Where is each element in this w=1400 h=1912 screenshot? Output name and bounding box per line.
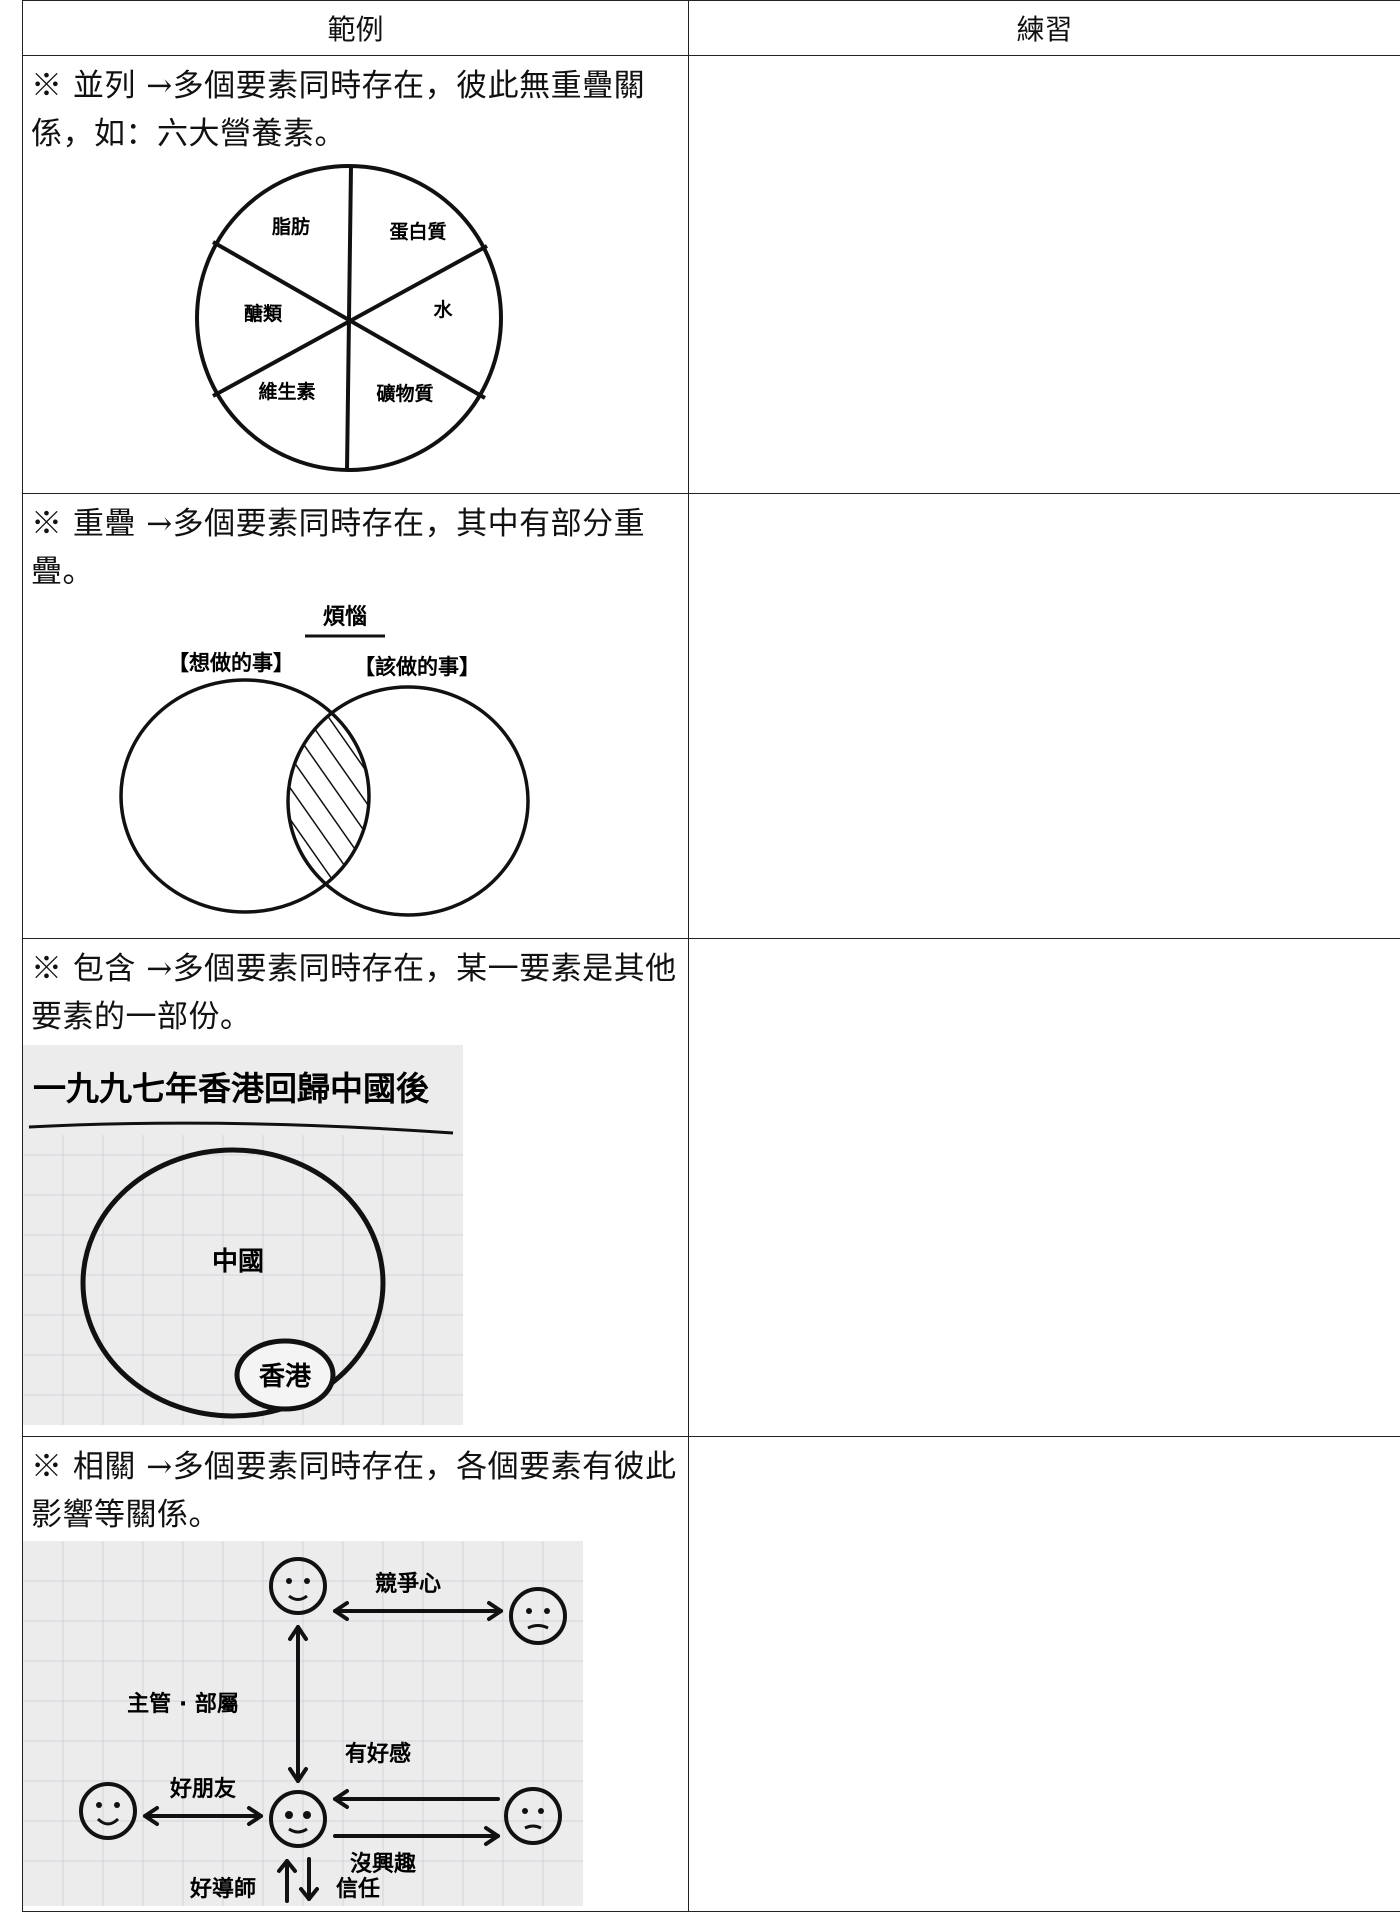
label-good-friend: 好朋友 <box>169 1776 236 1802</box>
label-good-teacher: 好導師 <box>189 1876 256 1902</box>
table-row: ※ 並列 →多個要素同時存在，彼此無重疊關係，如：六大營養素。 脂肪 蛋白質 水… <box>23 56 1400 494</box>
practice-cell[interactable] <box>689 939 1400 1437</box>
example-cell: ※ 並列 →多個要素同時存在，彼此無重疊關係，如：六大營養素。 脂肪 蛋白質 水… <box>23 56 689 494</box>
segment-mineral: 礦物質 <box>376 382 433 405</box>
venn-left-label: 【想做的事】 <box>168 651 294 675</box>
row-description: ※ 並列 →多個要素同時存在，彼此無重疊關係，如：六大營養素。 <box>23 56 688 158</box>
label-favorable: 有好感 <box>345 1741 411 1767</box>
table-row: ※ 重疊 →多個要素同時存在，其中有部分重疊。 煩惱 【想做的事】 【該做的事】 <box>23 494 1400 939</box>
segment-protein: 蛋白質 <box>389 220 446 243</box>
row-description: ※ 重疊 →多個要素同時存在，其中有部分重疊。 <box>23 494 688 596</box>
venn-title: 煩惱 <box>323 605 367 630</box>
segment-carbohydrate: 醣類 <box>244 302 283 325</box>
table-row: ※ 包含 →多個要素同時存在，某一要素是其他要素的一部份。 一九九七年香港回歸中… <box>23 939 1400 1437</box>
label-boss-subordinate: 主管 · 部屬 <box>127 1691 239 1717</box>
row-description: ※ 相關 →多個要素同時存在，各個要素有彼此影響等關係。 <box>23 1437 688 1539</box>
relationship-diagram: 競爭心 主管 · 部屬 好朋友 有好感 沒興趣 好導師 信任 <box>23 1541 583 1906</box>
label-trust: 信任 <box>336 1876 380 1902</box>
containment-diagram: 一九九七年香港回歸中國後 中國 香港 <box>23 1045 463 1425</box>
example-cell: ※ 重疊 →多個要素同時存在，其中有部分重疊。 煩惱 【想做的事】 【該做的事】 <box>23 494 689 939</box>
segment-fat: 脂肪 <box>272 215 310 238</box>
venn-right-label: 【該做的事】 <box>354 655 480 679</box>
label-no-interest: 沒興趣 <box>350 1851 416 1877</box>
row-description: ※ 包含 →多個要素同時存在，某一要素是其他要素的一部份。 <box>23 939 688 1041</box>
label-competition: 競爭心 <box>375 1571 441 1597</box>
header-practice: 練習 <box>689 1 1400 56</box>
example-cell: ※ 包含 →多個要素同時存在，某一要素是其他要素的一部份。 一九九七年香港回歸中… <box>23 939 689 1437</box>
header-row: 範例 練習 <box>23 1 1400 56</box>
segment-vitamin: 維生素 <box>258 380 315 403</box>
practice-cell[interactable] <box>689 1437 1400 1912</box>
table-row: ※ 相關 →多個要素同時存在，各個要素有彼此影響等關係。 <box>23 1437 1400 1912</box>
containment-title: 一九九七年香港回歸中國後 <box>33 1069 430 1108</box>
header-example: 範例 <box>23 1 689 56</box>
example-cell: ※ 相關 →多個要素同時存在，各個要素有彼此影響等關係。 <box>23 1437 689 1912</box>
venn-diagram: 煩惱 【想做的事】 【該做的事】 <box>23 596 683 936</box>
segment-water: 水 <box>433 299 453 321</box>
comparison-table: 範例 練習 ※ 並列 →多個要素同時存在，彼此無重疊關係，如：六大營養素。 脂肪… <box>22 0 1400 1912</box>
practice-cell[interactable] <box>689 494 1400 939</box>
pie-diagram: 脂肪 蛋白質 水 礦物質 維生素 醣類 <box>23 158 683 488</box>
practice-cell[interactable] <box>689 56 1400 494</box>
outer-label: 中國 <box>212 1247 264 1277</box>
inner-label: 香港 <box>259 1362 312 1392</box>
